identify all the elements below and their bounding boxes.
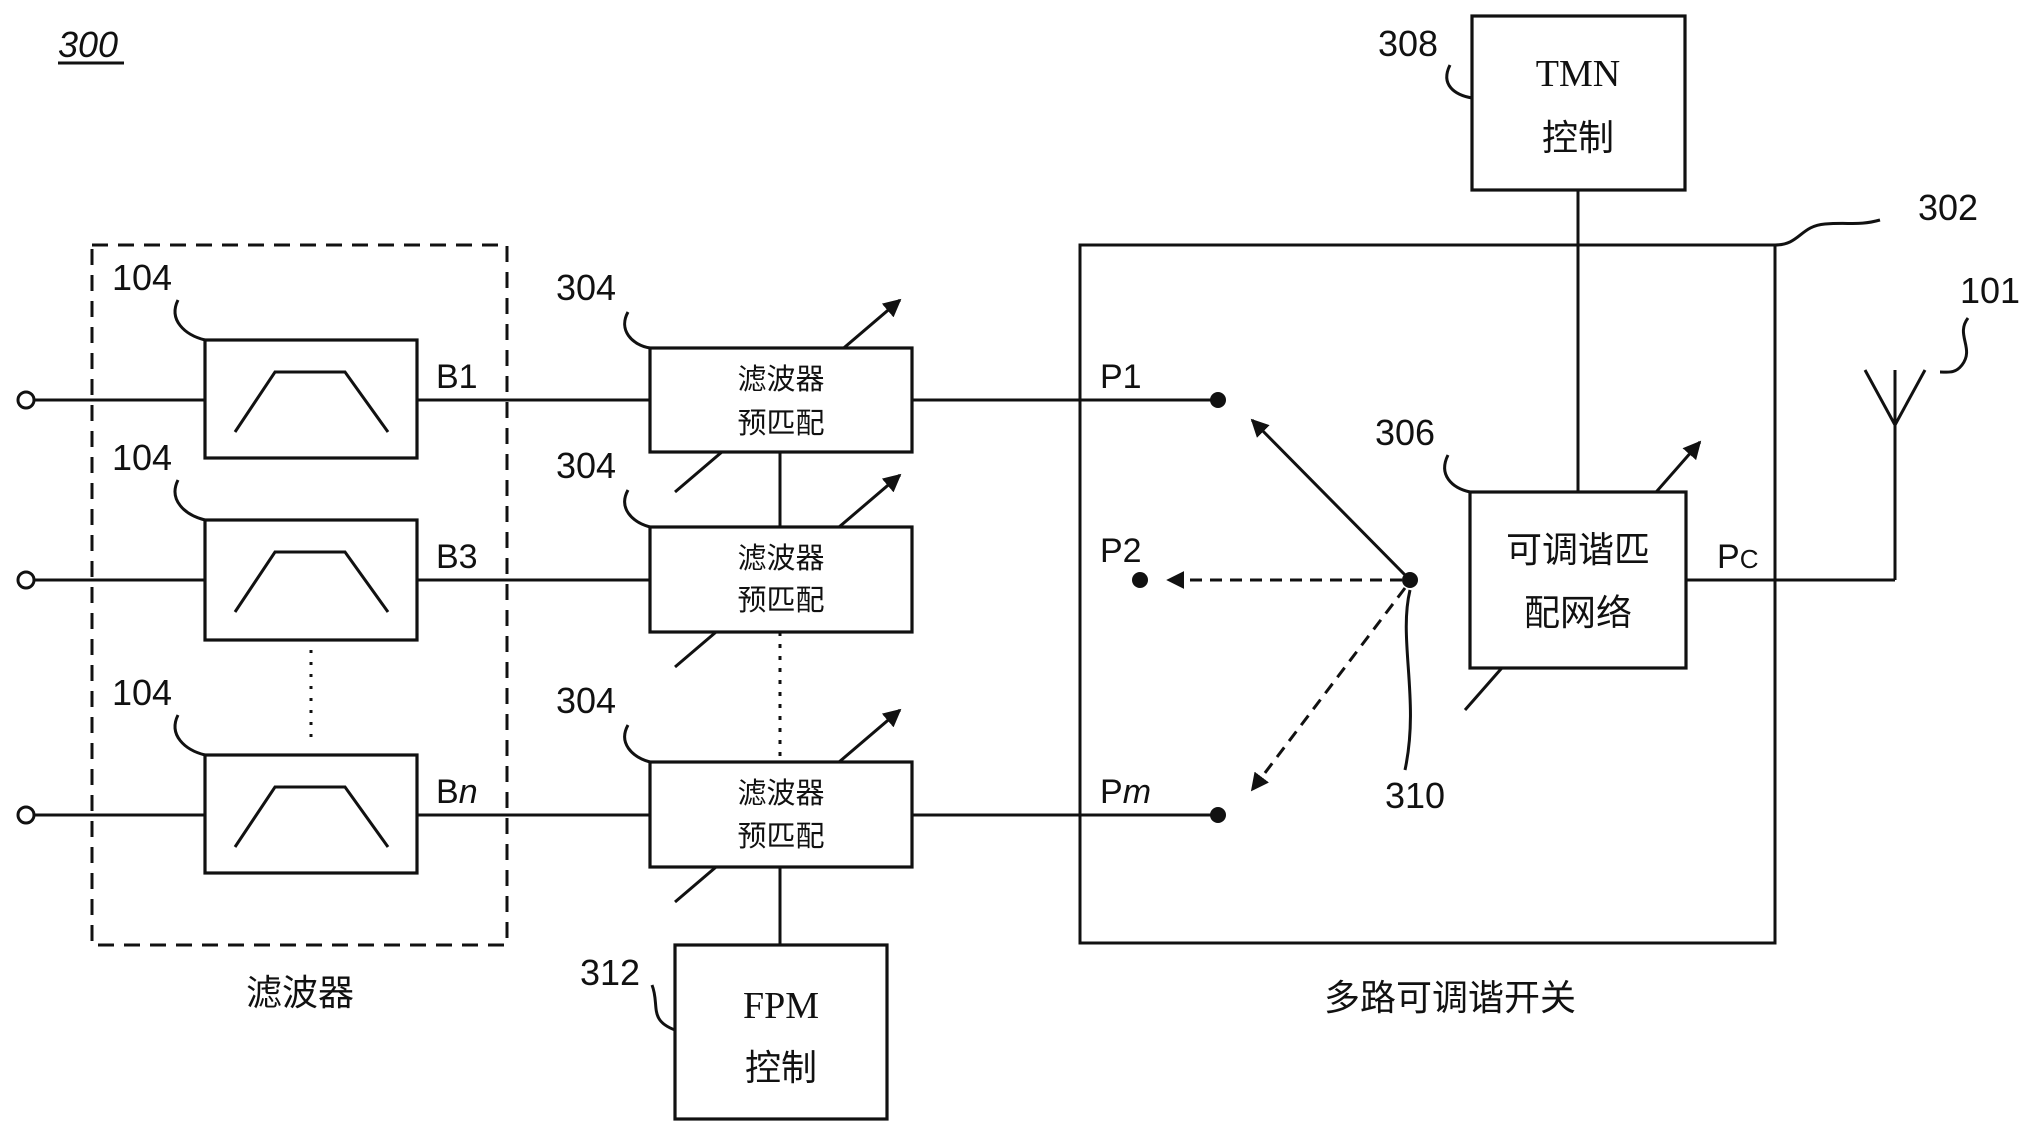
switch-group-label: 多路可调谐开关 [1324,978,1576,1019]
bandpass-filter-icon [233,370,390,433]
figure-number: 300 [58,24,118,65]
switch-contact-icon [1210,807,1226,823]
filter-ref-label: 104 [112,437,172,478]
band-label-b3: B3 [436,538,478,576]
tmn-control-line2: 控制 [1542,118,1614,159]
tmn-control-block: TMN 控制 308 [1378,14,1687,192]
fpm-control-line1: FPM [743,985,819,1027]
ref-leader [623,311,651,350]
input-terminal-row-3 [16,805,205,825]
input-terminal-icon [16,570,36,590]
input-terminal-icon [16,805,36,825]
prematch-label-line1: 滤波器 [737,541,824,575]
port-label-p2: P2 [1100,532,1142,570]
switch-contact-icon [1210,392,1226,408]
input-terminal-row-2 [16,570,205,590]
band-label-b1: B1 [436,358,478,396]
bandpass-filter-icon [233,785,390,848]
filter-ref-label: 104 [112,257,172,298]
fpm-control-ref-label: 312 [580,952,640,993]
prematch-label-line1: 滤波器 [737,776,824,810]
prematch-label-line2: 预匹配 [737,406,824,440]
ref-leader [650,984,676,1032]
bandpass-filter-1: 104 [112,257,419,460]
port-label-pm: Pm [1100,773,1151,811]
bandpass-filter-2: 104 [112,437,419,642]
switch-ref-label: 302 [1918,187,1978,228]
ref-leader [173,714,206,757]
prematch-ref-label: 304 [556,445,616,486]
input-terminal-icon [16,390,36,410]
ref-leader [173,479,206,522]
antenna-ref-label: 101 [1960,270,2020,311]
switch-arm-active [1250,418,1412,582]
bandpass-filter-n: 104 [112,672,419,875]
filter-prematch-m: 滤波器 预匹配 304 [556,680,914,904]
tmn-ref-label: 306 [1375,412,1435,453]
band-label-bn: Bn [436,773,478,811]
filter-prematch-1: 滤波器 预匹配 304 [556,267,914,494]
ref-leader [1939,317,1970,374]
ref-leader [623,724,651,764]
prematch-label-line1: 滤波器 [737,362,824,396]
multiway-tunable-switch: 多路可调谐开关 302 P1 P2 Pm 310 可调谐匹 配网络 306 PC [1078,187,1978,1019]
tmn-label-line1: 可调谐匹 [1506,530,1650,571]
bandpass-filter-icon [233,550,390,613]
filter-prematch-2: 滤波器 预匹配 304 [556,445,914,669]
filter-group-dashed-box [90,243,509,947]
ref-leader [1403,589,1412,771]
ref-leader [623,489,651,529]
port-label-p1: P1 [1100,358,1142,396]
filter-group-label: 滤波器 [246,973,354,1014]
tunable-matching-network-block [1468,490,1688,670]
prematch-label-line2: 预匹配 [737,583,824,617]
ref-leader [1445,64,1473,100]
tmn-control-ref-label: 308 [1378,23,1438,64]
prematch-label-line2: 预匹配 [737,819,824,853]
ref-leader [1774,218,1881,247]
filter-ref-label: 104 [112,672,172,713]
fpm-control-line2: 控制 [745,1048,817,1089]
ref-leader [1443,454,1471,494]
tmn-label-line2: 配网络 [1524,593,1632,634]
antenna-icon [1863,369,1927,580]
ref-leader [173,299,206,342]
input-terminal-row-1 [16,390,205,410]
prematch-ref-label: 304 [556,267,616,308]
fpm-control-block: FPM 控制 312 [580,943,889,1121]
tmn-control-line1: TMN [1536,53,1620,95]
prematch-ref-label: 304 [556,680,616,721]
port-label-pc: PC [1717,538,1758,576]
switch-contact-icon [1132,572,1148,588]
arm-ref-label: 310 [1385,775,1445,816]
switch-arm-dashed-pm [1250,587,1407,792]
